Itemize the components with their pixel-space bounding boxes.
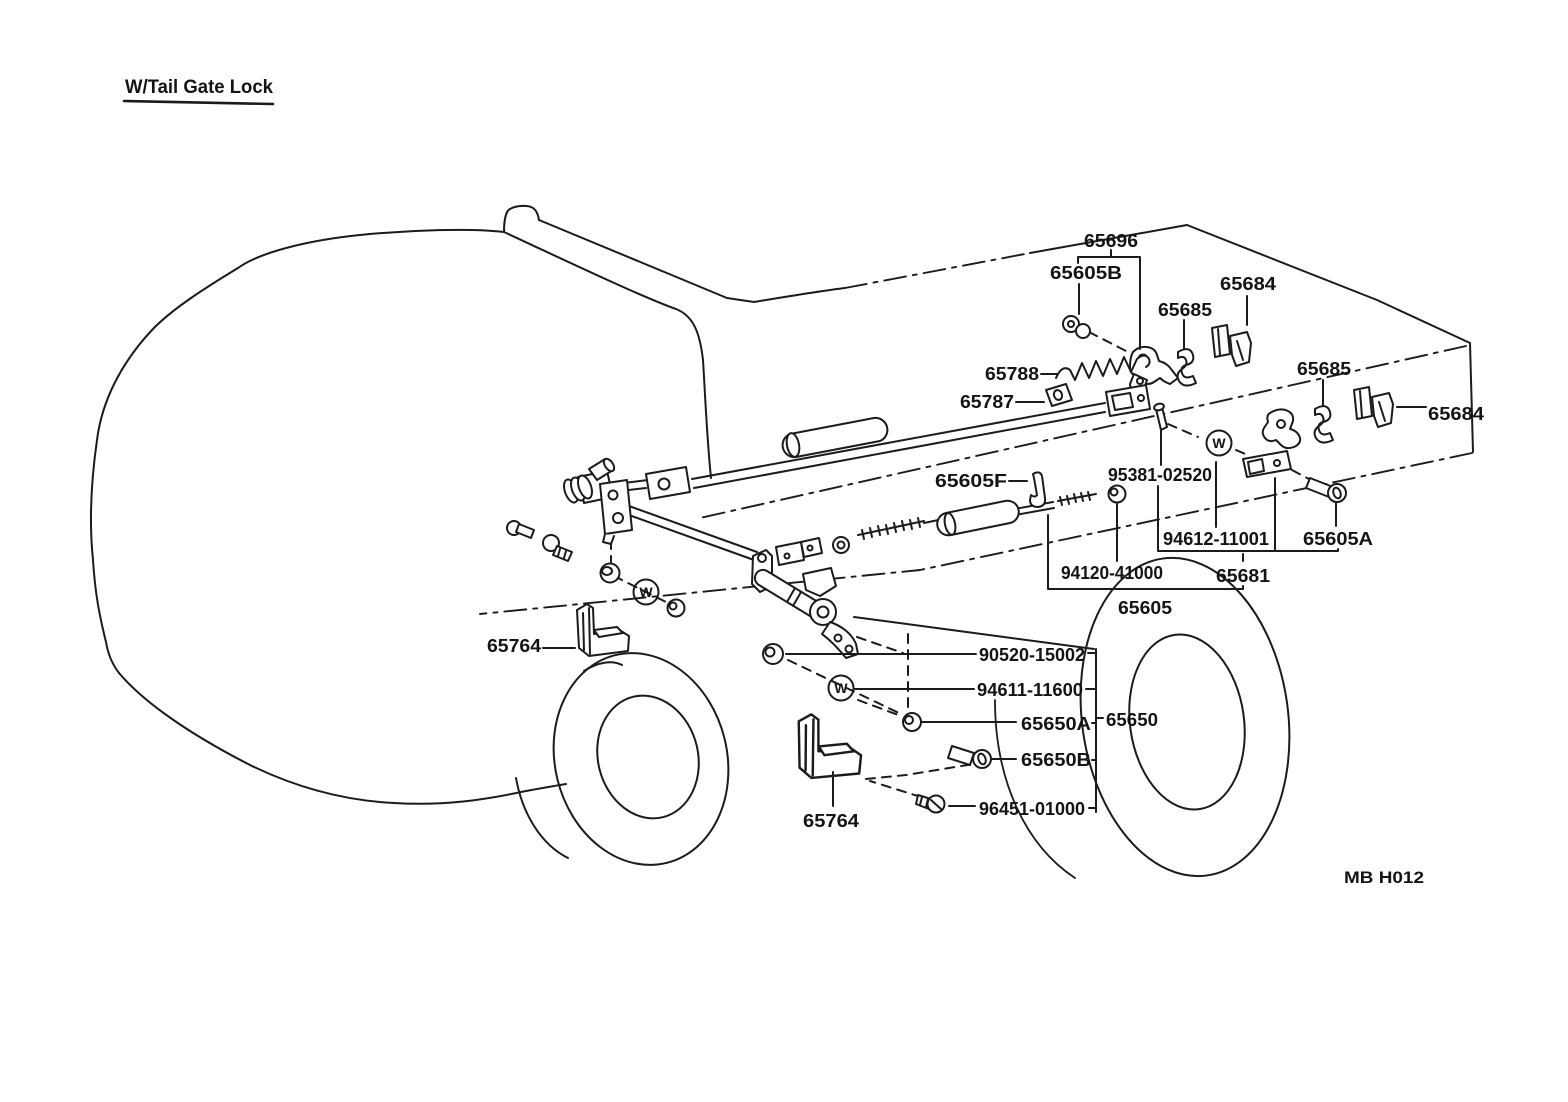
spring-65788 [1055,354,1151,381]
part-label-96451-01000: 96451-01000 [979,799,1085,819]
part-label-65605a: 65605A [1303,529,1373,549]
clip-65685-right [1313,405,1334,444]
page-title: W/Tail Gate Lock [125,77,273,98]
body-crease-lines [479,252,1473,615]
part-label-65764-left: 65764 [487,636,541,656]
part-label-65684-right: 65684 [1428,404,1484,424]
latch-65681 [1242,450,1292,478]
svg-text:W: W [639,584,653,600]
svg-text:W: W [834,680,848,696]
part-label-65650a: 65650A [1021,714,1091,734]
svg-text:W: W [1212,435,1226,451]
bolt-65650b [947,745,992,769]
part-label-65605: 65605 [1118,598,1172,618]
washer-w-left: W [632,578,660,606]
part-label-65605b: 65605B [1050,263,1122,283]
rod-end-fitting [1105,384,1151,417]
clip-65684-top [1211,324,1252,367]
part-label-95381-02520: 95381-02520 [1108,465,1212,485]
cable-clamps [775,537,823,566]
linkage-parts [506,315,1394,814]
left-rear-wheel [552,652,730,866]
part-label-65650: 65650 [1106,710,1158,730]
rod-cylinder-upper [781,416,889,459]
part-label-65696: 65696 [1084,231,1138,251]
part-label-94611-11600: 94611-11600 [977,680,1083,700]
bracket-65764-left [576,603,630,657]
clip-65685-top [1176,348,1197,387]
part-label-94612-11001: 94612-11001 [1163,529,1269,549]
part-label-65650b: 65650B [1021,750,1091,770]
figure-code: MB H012 [1344,868,1424,887]
part-label-65788: 65788 [985,364,1039,384]
part-label-65685-right: 65685 [1297,359,1351,379]
part-label-65681: 65681 [1216,566,1270,586]
clevis-upper-rod [645,466,691,500]
adjuster-nut [832,536,850,554]
lock-bellcrank-65696 [1129,345,1179,392]
crank-assembly [751,549,859,659]
part-label-65685-top: 65685 [1158,300,1212,320]
part-label-94120-41000: 94120-41000 [1061,563,1163,583]
grommet-65650a [902,712,922,732]
pin-95381 [1153,402,1168,431]
washer-w-right: W [1205,429,1233,457]
right-rear-wheel [994,556,1291,879]
bracket-65764-bottom [797,713,863,780]
part-label-65684-top: 65684 [1220,274,1276,294]
grommet-94120 [1107,484,1127,504]
leader-lines [542,249,1427,813]
part-label-65787: 65787 [960,392,1014,412]
grommet-65605b [1062,315,1091,339]
rod-cylinder-65605 [936,499,1020,537]
bolt-65605a [1305,477,1347,503]
washer-symbols: W W W [632,429,1233,702]
bushing-65787 [1045,383,1073,407]
part-label-90520-15002: 90520-15002 [979,645,1085,665]
vehicle-body-outline [89,204,1474,859]
nut-90520 [762,643,784,665]
washer-w-lower: W [827,674,855,702]
pin-65605f [1029,471,1047,508]
part-label-65605f: 65605F [935,471,1007,491]
lock-control-rods [611,402,1106,561]
lever-pivot-cluster [506,457,686,618]
clip-65684-right [1353,386,1394,428]
screw-96451 [915,794,946,814]
title-underline [122,99,275,106]
clamp-94612 [1261,408,1302,450]
part-label-65764-bottom: 65764 [803,811,859,831]
